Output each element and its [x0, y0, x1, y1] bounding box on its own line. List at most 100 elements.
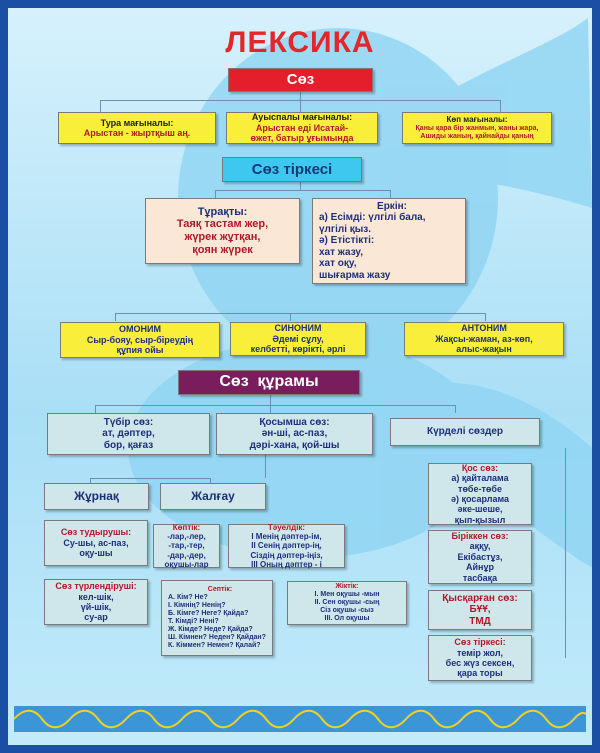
polysemous-meaning-head: Көп мағыналы: — [446, 115, 508, 125]
free-phrase-line: үлгілі қыз. — [319, 223, 372, 235]
suffix-header-box: Жұрнақ — [44, 483, 149, 510]
antonym-head: АНТОНИМ — [461, 323, 507, 334]
phrase-header: Сөз тіркесі — [222, 157, 362, 182]
connector-line — [90, 478, 91, 483]
inflectional-body: кел-шік, үй-шік, су-ар — [78, 591, 114, 623]
suffix-label: Жұрнақ — [74, 488, 119, 503]
phrase-example-body: темір жол, бес жүз сексен, қара торы — [445, 647, 515, 679]
personal-box: Жіктік: I. Мен оқушы -мын II. Сен оқушы … — [287, 581, 407, 625]
figurative-meaning-box: Ауыспалы мағыналы: Арыстан еді Исатай- ө… — [226, 112, 378, 144]
connector-line — [215, 190, 390, 191]
derivational-body: Су-шы, ас-паз, оқу-шы — [63, 537, 129, 559]
personal-line: III. Ол оқушы — [324, 615, 370, 623]
possessive-box: Тәуелдік: I Менің дәптер-ім, II Сенің дә… — [228, 523, 345, 569]
fixed-phrase-box: Тұрақты: Таяқ тастам жер, жүрек жұтқан, … — [145, 198, 300, 264]
fused-word-box: Біріккен сөз: аққу, Екібастұз, Айнұр тас… — [428, 530, 532, 584]
polysemous-meaning-box: Көп мағыналы: Қаны қара бір жанмын, жаны… — [402, 112, 552, 144]
connector-line — [390, 190, 391, 200]
polysemous-meaning-body: Қаны қара бір жанмын, жаны жара, Ашиды ж… — [415, 124, 539, 140]
personal-line: Сіз оқушы -сыз — [320, 607, 374, 615]
paired-word-body: а) қайталама төбе-төбе ә) қосарлама әке-… — [450, 473, 510, 525]
soz-label: Сөз — [286, 71, 315, 89]
root-word-body: ат, дәптер, бор, қағаз — [102, 428, 155, 451]
connector-line — [290, 313, 291, 321]
connector-line — [500, 100, 501, 112]
synonym-box: СИНОНИМ Әдемі сұлу, келбетті, көрікті, ә… — [230, 322, 366, 356]
case-line: Ш. Кімнен? Неден? Қайдан? — [168, 634, 266, 642]
connector-line — [115, 313, 485, 314]
ending-header-box: Жалғау — [160, 483, 266, 510]
root-word-box: Түбір сөз: ат, дәптер, бор, қағаз — [47, 413, 210, 455]
paired-word-box: Қос сөз: а) қайталама төбе-төбе ә) қосар… — [428, 463, 532, 525]
personal-head: Жіктік: — [335, 582, 359, 590]
derivational-head: Сөз тудырушы: — [60, 527, 132, 538]
abbreviation-box: Қысқарған сөз: БҰҰ, ТМД — [428, 590, 532, 630]
inflectional-head: Сөз түрлендіруші: — [55, 581, 137, 592]
connector-line — [95, 405, 455, 406]
plural-body: -лар,-лер, -тар,-тер, -дар,-дер, оқушы-л… — [164, 532, 209, 569]
free-phrase-box: Еркін: а) Есімді: үлгілі бала, үлгілі қы… — [312, 198, 466, 284]
derivational-box: Сөз тудырушы: Су-шы, ас-паз, оқу-шы — [44, 520, 148, 566]
free-phrase-line: хат жазу, — [319, 246, 364, 258]
possessive-body: I Менің дәптер-ім, II Сенің дәптер-ің, С… — [250, 532, 323, 569]
abbreviation-head: Қысқарған сөз: — [442, 592, 518, 604]
paired-word-head: Қос сөз: — [461, 462, 499, 473]
compound-words-label: Күрделі сөздер — [426, 426, 503, 438]
synonym-head: СИНОНИМ — [274, 323, 322, 334]
root-word-head: Түбір сөз: — [103, 416, 154, 428]
ornament-band — [14, 706, 586, 732]
phrase-example-head: Сөз тіркесі: — [454, 637, 506, 648]
free-phrase-line: ә) Етістікті: — [319, 235, 375, 247]
affix-word-body: ән-ші, ас-паз, дәрі-хана, қой-шы — [249, 428, 340, 451]
case-line: К. Кіммен? Немен? Қалай? — [168, 642, 261, 650]
homonym-head: ОМОНИМ — [119, 324, 161, 335]
homonym-body: Сыр-бояу, сыр-біреудің құпия ойы — [86, 334, 194, 356]
plural-box: Көптік: -лар,-лер, -тар,-тер, -дар,-дер,… — [153, 523, 220, 569]
connector-line — [210, 478, 211, 483]
phrase-label: Сөз тіркесі — [251, 160, 333, 178]
homonym-box: ОМОНИМ Сыр-бояу, сыр-біреудің құпия ойы — [60, 322, 220, 358]
connector-line — [485, 313, 486, 321]
fused-word-body: аққу, Екібастұз, Айнұр тасбақа — [457, 541, 503, 583]
compound-words-box: Күрделі сөздер — [390, 418, 540, 446]
case-line: І. Кімнің? Ненің? — [168, 601, 226, 609]
personal-line: I. Мен оқушы -мын — [314, 590, 380, 598]
synonym-body: Әдемі сұлу, келбетті, көрікті, әрлі — [250, 333, 346, 355]
connector-line — [265, 455, 266, 478]
ending-label: Жалғау — [191, 488, 235, 503]
connector-line — [300, 92, 301, 112]
inflectional-box: Сөз түрлендіруші: кел-шік, үй-шік, су-ар — [44, 579, 148, 625]
page-title: ЛЕКСИКА — [225, 26, 375, 59]
affix-word-head: Қосымша сөз: — [259, 416, 330, 428]
connector-line — [565, 448, 566, 658]
free-phrase-head: Еркін: — [377, 200, 407, 212]
connector-line — [215, 190, 216, 200]
fixed-phrase-body: Таяқ тастам жер, жүрек жұтқан, қоян жүре… — [176, 218, 269, 256]
connector-line — [90, 478, 210, 479]
fused-word-head: Біріккен сөз: — [451, 531, 509, 542]
word-structure-header: Сөз құрамы — [178, 370, 360, 395]
abbreviation-body: БҰҰ, ТМД — [469, 604, 491, 627]
figurative-meaning-body: Арыстан еді Исатай- өжет, батыр ұғымында — [250, 122, 354, 144]
antonym-body: Жақсы-жаман, аз-көп, алыс-жақын — [435, 333, 533, 355]
soz-header: Сөз — [228, 68, 373, 92]
case-line: Б. Кімге? Неге? Қайда? — [168, 609, 249, 617]
connector-line — [455, 405, 456, 413]
phrase-example-box: Сөз тіркесі: темір жол, бес жүз сексен, … — [428, 635, 532, 681]
free-phrase-line: хат оқу, — [319, 258, 357, 270]
case-line: А. Кім? Не? — [168, 593, 208, 601]
connector-line — [270, 395, 271, 413]
fixed-phrase-head: Тұрақты: — [197, 205, 248, 218]
case-line: Ж. Кімде? Неде? Қайда? — [168, 626, 253, 634]
free-phrase-line: шығарма жазу — [319, 269, 391, 281]
direct-meaning-body: Арыстан - жыртқыш аң. — [83, 128, 191, 138]
antonym-box: АНТОНИМ Жақсы-жаман, аз-көп, алыс-жақын — [404, 322, 564, 356]
case-line: Т. Кімді? Нені? — [168, 618, 219, 625]
figurative-meaning-head: Ауыспалы мағыналы: — [251, 112, 353, 123]
case-head: Септік: — [207, 585, 233, 593]
connector-line — [300, 182, 301, 190]
plural-head: Көптік: — [172, 523, 201, 533]
connector-line — [95, 405, 96, 413]
connector-line — [100, 100, 101, 112]
